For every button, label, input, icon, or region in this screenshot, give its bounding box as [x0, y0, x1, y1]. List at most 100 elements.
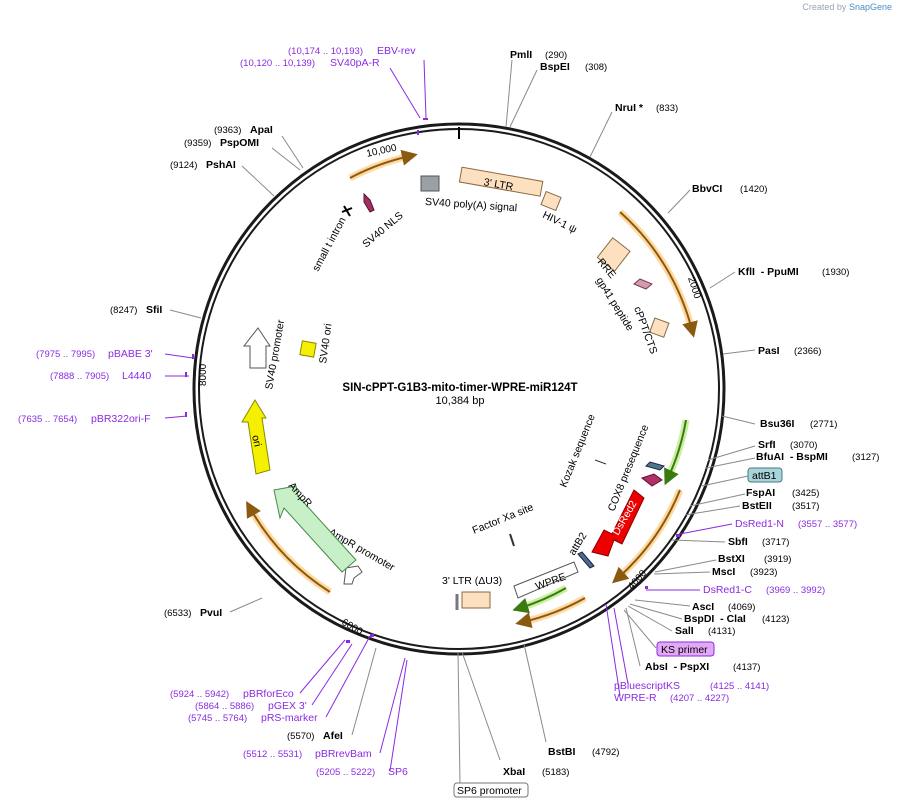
primer-sv40pa[interactable]: SV40pA-R [330, 57, 380, 69]
enz-srfi[interactable]: SrfI [758, 439, 776, 451]
enz-pvui[interactable]: PvuI [200, 607, 222, 619]
small-t-intron-label: small t intron [310, 215, 349, 273]
enz-asci[interactable]: AscI [692, 601, 714, 613]
attb2-mark[interactable] [577, 551, 595, 569]
ltr5-box[interactable] [458, 166, 544, 197]
primer-pbrforeco[interactable]: pBRforEco [243, 688, 294, 700]
enz-nrui[interactable]: NruI * [615, 102, 644, 114]
primer-ebv-pos: (10,174 .. 10,193) [288, 46, 363, 57]
enz-bsu36i[interactable]: Bsu36I [760, 418, 795, 430]
enz-bstbi[interactable]: BstBI [548, 746, 576, 758]
leader-pbrrevbam [379, 657, 406, 754]
gp41-box[interactable] [633, 278, 653, 290]
sv40-promoter-arrow[interactable] [242, 327, 271, 369]
enzyme-leaders-left [169, 135, 377, 736]
enz-pspomi[interactable]: PspOMI [220, 137, 259, 149]
sv40-ori-box[interactable] [299, 340, 317, 358]
enz-pmli[interactable]: PmlI [510, 49, 532, 61]
enz-fspai[interactable]: FspAI [746, 487, 775, 499]
leader-sp6prom [457, 651, 461, 785]
enz-bstxi-pos: (3919) [764, 554, 791, 565]
primer-sp6[interactable]: SP6 [388, 766, 408, 778]
primer-pbabe[interactable]: pBABE 3' [108, 348, 153, 360]
enz-bspei-pos: (308) [585, 62, 607, 73]
green-arcs [512, 419, 690, 614]
primer-pbrforeco-pos: (5924 .. 5942) [170, 689, 229, 700]
cppt-box[interactable] [649, 317, 670, 338]
primer-pbr322-pos: (7635 .. 7654) [18, 414, 77, 425]
primer-pgex[interactable]: pGEX 3' [268, 700, 307, 712]
snapgene-logo[interactable]: SnapGene [848, 2, 892, 12]
leader-srfi [707, 445, 756, 461]
ltr5-label: 3' LTR [483, 176, 515, 193]
small-t-intron-mark[interactable] [341, 205, 353, 217]
primer-pgex-pos: (5864 .. 5886) [195, 701, 254, 712]
ks-primer-box[interactable] [656, 641, 715, 657]
tick-8000: 8000 [198, 363, 209, 386]
enz-bstxi[interactable]: BstXI [718, 553, 745, 565]
enz-absi[interactable]: AbsI - PspXI [645, 661, 709, 673]
leader-afei [351, 647, 377, 736]
enz-sali[interactable]: SalI [675, 625, 694, 637]
cox8-box[interactable] [645, 461, 665, 471]
sv40-nls-arrow[interactable] [363, 192, 375, 213]
enz-pshai[interactable]: PshAI [206, 159, 236, 171]
enz-bfuai[interactable]: BfuAI - BspMI [756, 451, 828, 463]
enz-srfi-pos: (3070) [790, 440, 817, 451]
ori-arrow[interactable] [241, 399, 271, 475]
primer-labels: (10,174 .. 10,193) EBV-rev (10,120 .. 10… [18, 45, 857, 778]
enz-pasi[interactable]: PasI [758, 345, 780, 357]
enz-bbvci[interactable]: BbvCI [692, 183, 722, 195]
ampr-arrow[interactable] [273, 485, 357, 573]
leader-kfli [709, 271, 736, 289]
leader-bspdi [629, 603, 683, 620]
enz-apai[interactable]: ApaI [250, 124, 273, 136]
wpre-arrow[interactable] [513, 561, 579, 599]
plasmid-name: SIN-cPPT-G1B3-mito-timer-WPRE-miR124T [342, 382, 577, 394]
enz-msci[interactable]: MscI [712, 566, 735, 578]
enz-kfli-pos: (1930) [822, 267, 849, 278]
enz-bspdi[interactable]: BspDI - ClaI [684, 613, 746, 625]
enz-kfli[interactable]: KflI - PpuMI [738, 266, 799, 278]
mark-sv40pa [417, 130, 419, 135]
primer-dsred1-c[interactable]: DsRed1-C [703, 584, 752, 596]
leader-pspomi [271, 147, 301, 171]
ampr-promoter-arrow[interactable] [343, 565, 363, 585]
hiv-psi-box[interactable] [540, 190, 562, 212]
enz-xbai[interactable]: XbaI [503, 766, 525, 778]
orf-arcs [246, 149, 698, 628]
primer-ebv[interactable]: EBV-rev [377, 45, 416, 57]
sp6-promoter-box[interactable] [453, 782, 529, 798]
attb1-box[interactable] [747, 467, 783, 483]
orf-arc-2000 [617, 209, 696, 331]
gp41-label: gp41 peptide [593, 275, 635, 333]
enz-bsteii[interactable]: BstEII [742, 500, 772, 512]
primer-prs[interactable]: pRS-marker [261, 712, 318, 724]
cox8-arrow[interactable] [640, 473, 663, 487]
ks-primer-label: KS primer [661, 644, 708, 656]
enz-sbfi[interactable]: SbfI [728, 536, 748, 548]
orf-arc-wpre-core [515, 597, 586, 628]
enz-afei[interactable]: AfeI [323, 730, 343, 742]
leader-xbai [461, 651, 501, 761]
primer-l4440[interactable]: L4440 [122, 370, 151, 382]
primer-pbabe-pos: (7975 .. 7995) [36, 349, 95, 360]
dsred2-arrow[interactable] [591, 489, 645, 557]
sv40pa-box[interactable] [420, 175, 440, 192]
rre-box[interactable] [596, 237, 631, 272]
enz-sfii[interactable]: SfiI [146, 304, 162, 316]
enz-sbfi-pos: (3717) [762, 537, 789, 548]
enzyme-labels-right: PmlI (290) BspEI (308) NruI * (833) BbvC… [503, 49, 879, 778]
primer-pbluescriptks[interactable]: pBluescriptKS [614, 680, 680, 692]
leader-absi [625, 607, 641, 667]
leader-nrui [589, 111, 613, 158]
leader-pmli [505, 59, 513, 128]
primer-pbr322[interactable]: pBR322ori-F [91, 413, 151, 425]
ltr3-box[interactable] [461, 591, 491, 609]
primer-dsred1-n[interactable]: DsRed1-N [735, 518, 784, 530]
primer-wpre-r[interactable]: WPRE-R [614, 692, 657, 704]
enz-bspei[interactable]: BspEI [540, 61, 570, 73]
leader-sali [627, 605, 673, 632]
primer-pbrrevbam[interactable]: pBRrevBam [315, 748, 372, 760]
